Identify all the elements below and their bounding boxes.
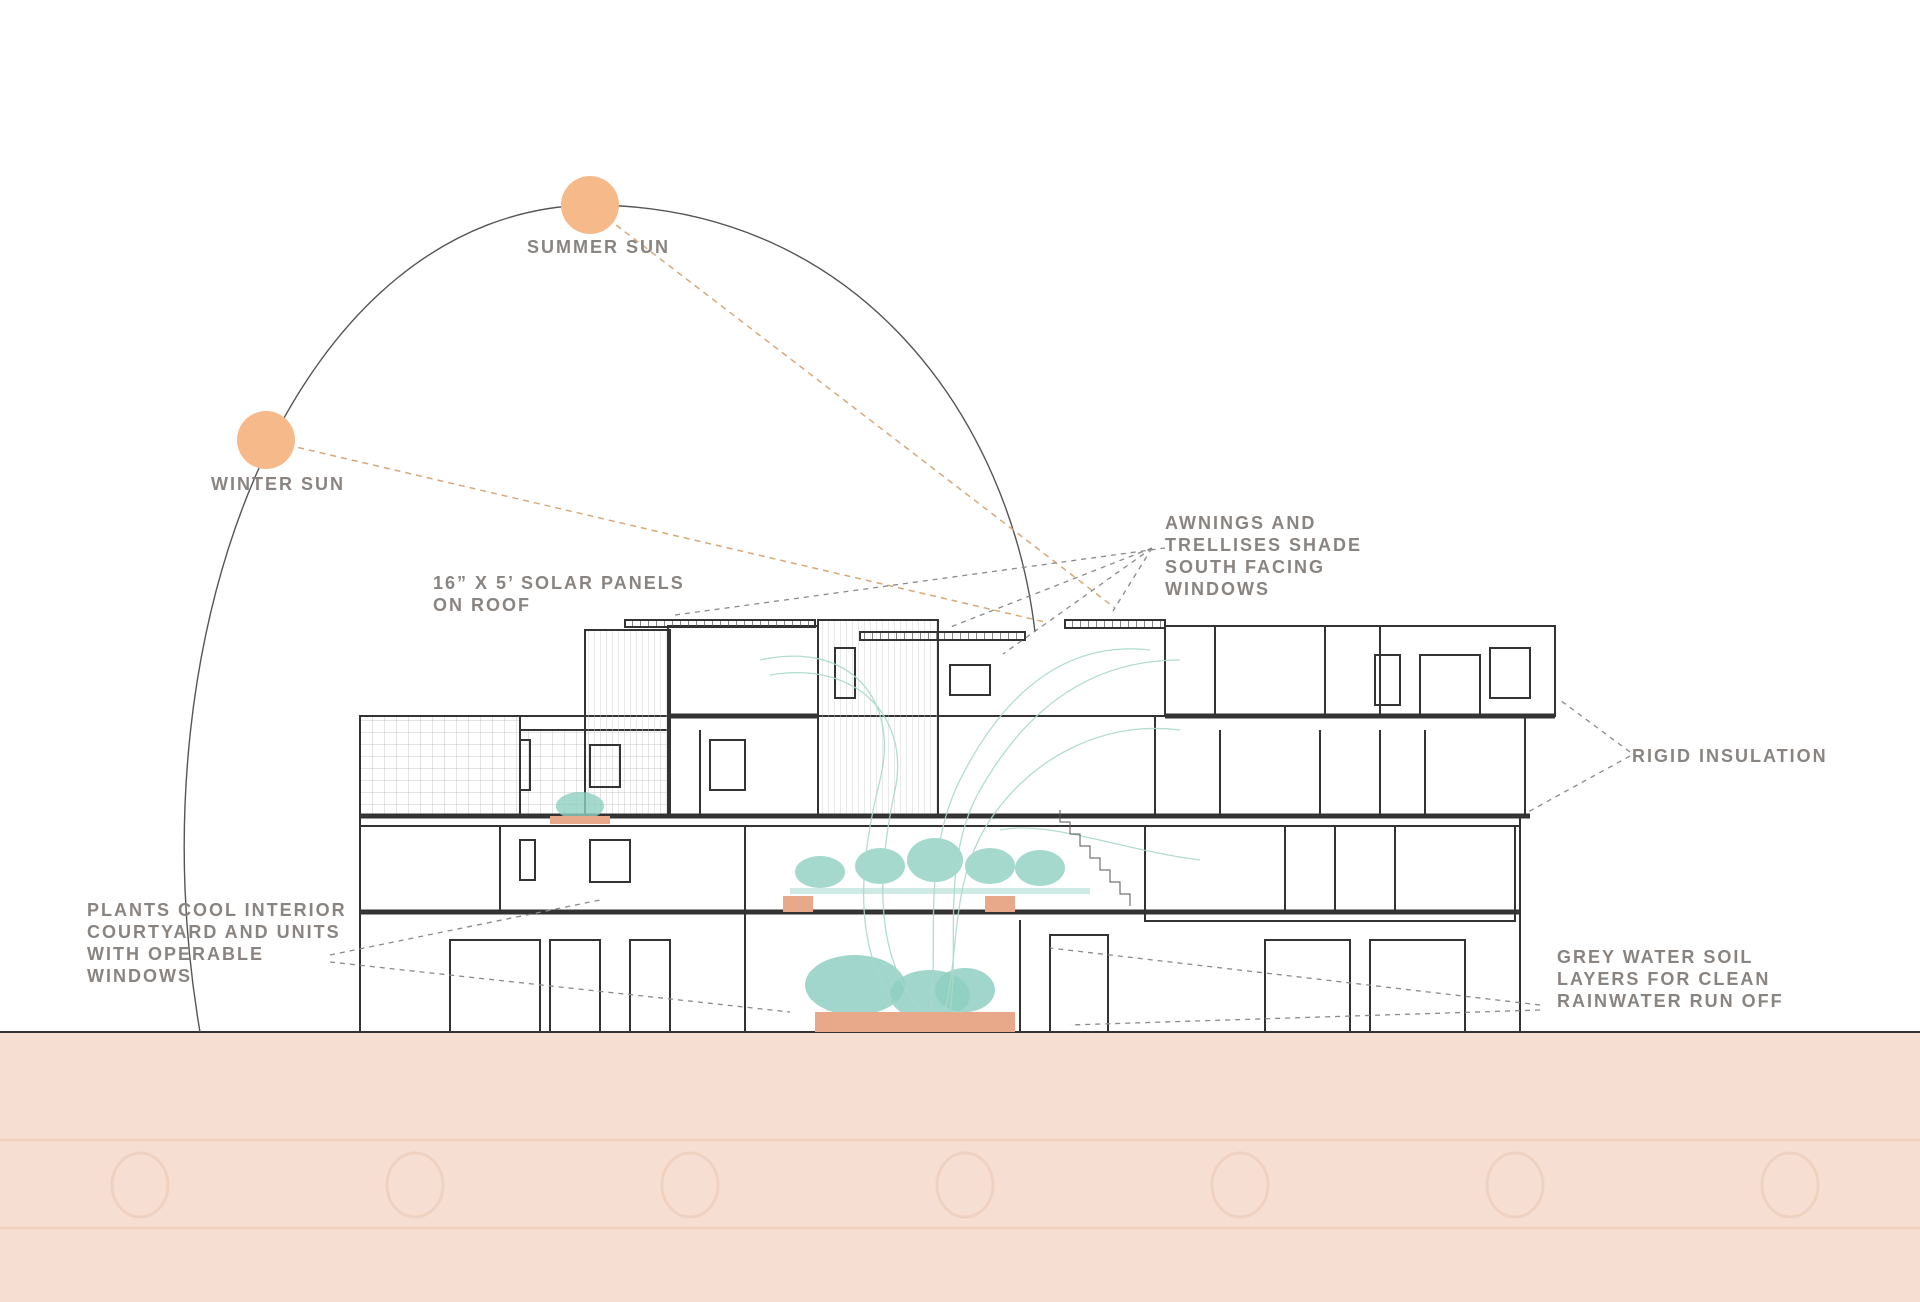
building-section <box>359 619 1556 1033</box>
solar-panels-label: 16” X 5’ SOLAR PANELS ON ROOF <box>433 573 685 615</box>
interior-stairs <box>1059 810 1131 906</box>
grey-water-label: GREY WATER SOIL LAYERS FOR CLEAN RAINWAT… <box>1557 947 1784 1011</box>
awnings-label: AWNINGS AND TRELLISES SHADE SOUTH FACING… <box>1165 513 1363 599</box>
rigid-insulation-label: RIGID INSULATION <box>1632 746 1828 766</box>
ground <box>0 1032 1920 1302</box>
winter-sun <box>237 411 295 469</box>
plants-label: PLANTS COOL INTERIOR COURTYARD AND UNITS… <box>87 900 347 986</box>
sun-path-arc <box>183 204 1036 1033</box>
summer-sun-label: SUMMER SUN <box>527 237 671 257</box>
summer-sun <box>561 176 619 234</box>
summer-sun-ray <box>589 204 1116 609</box>
leader-lines <box>329 547 1631 1026</box>
winter-sun-ray <box>265 439 1046 623</box>
winter-sun-label: WINTER SUN <box>211 474 345 494</box>
ground-pattern <box>0 1138 1920 1230</box>
airflow-lines <box>759 648 1201 1011</box>
